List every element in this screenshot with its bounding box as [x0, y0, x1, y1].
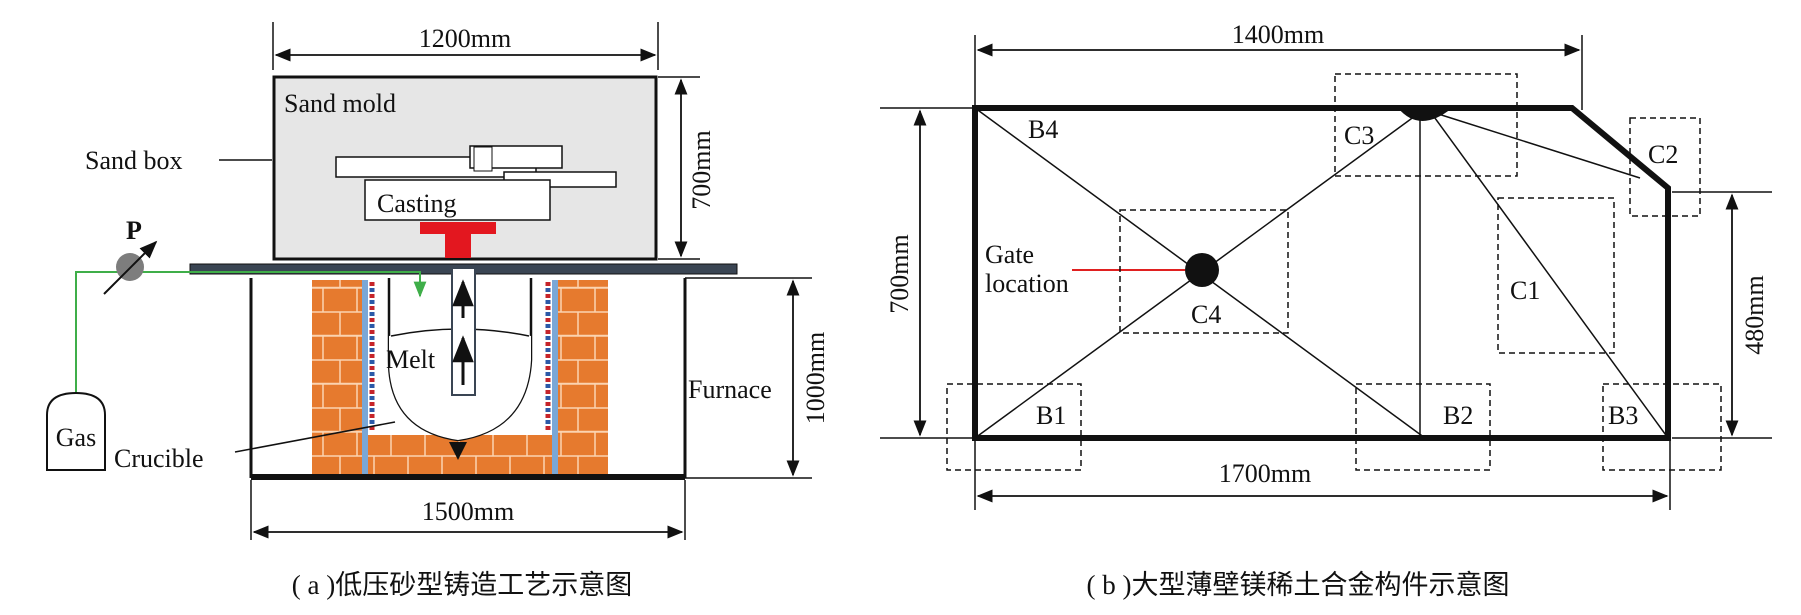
mold-width-label: 1200mm [419, 24, 511, 53]
dimension-left: 700mm [880, 107, 972, 439]
dimension-bottom: 1700mm [974, 440, 1671, 510]
caption-a: ( a )低压砂型铸造工艺示意图 [292, 570, 632, 600]
region-c3 [1334, 73, 1518, 177]
caption-b: ( b )大型薄壁镁稀土合金构件示意图 [1087, 570, 1510, 600]
region-c4 [1119, 209, 1289, 334]
label-b2: B2 [1443, 401, 1473, 430]
region-c2 [1629, 117, 1701, 217]
gate-label-line2: location [985, 269, 1069, 298]
dimension-right: 480mm [1672, 191, 1772, 439]
flow-lines [974, 107, 1669, 439]
top-dimension-label: 1400mm [1232, 20, 1324, 49]
sampling-regions [946, 73, 1722, 471]
melt-label: Melt [386, 345, 436, 374]
bottom-dimension-label: 1700mm [1219, 459, 1311, 488]
dimension-top: 1400mm [974, 20, 1583, 110]
dimension-furnace-width: 1500mm [250, 480, 686, 540]
label-b4: B4 [1028, 115, 1058, 144]
casting-label: Casting [377, 189, 456, 218]
label-c2: C2 [1648, 140, 1678, 169]
region-b3 [1602, 383, 1722, 471]
crucible-label: Crucible [114, 444, 204, 473]
crucible: Melt [386, 267, 533, 460]
furnace-label: Furnace [688, 375, 772, 404]
furnace-height-label: 1000mm [801, 332, 830, 424]
region-c1 [1497, 197, 1615, 354]
crucible-leader [234, 421, 396, 453]
component-outline [972, 105, 1671, 441]
label-c1: C1 [1510, 276, 1540, 305]
panel-b-thin-wall-component: 1400mm 700mm 480mm 1700mm [880, 20, 1772, 600]
label-c3: C3 [1344, 121, 1374, 150]
gate-marker [1185, 253, 1219, 287]
top-gate-marker [1398, 108, 1452, 121]
gas-label: Gas [56, 423, 96, 452]
mold-height-label: 700mm [687, 130, 716, 209]
furnace-width-label: 1500mm [422, 497, 514, 526]
dimension-mold-width: 1200mm [272, 22, 659, 70]
label-c4: C4 [1191, 300, 1221, 329]
sand-box-label: Sand box [85, 146, 183, 175]
casting: Casting [335, 145, 617, 258]
gate-label-line1: Gate [985, 240, 1034, 269]
label-b1: B1 [1036, 401, 1066, 430]
label-b3: B3 [1608, 401, 1638, 430]
dimension-mold-height: 700mm [658, 76, 716, 260]
sand-mold-label: Sand mold [284, 89, 396, 118]
pressure-label: P [126, 216, 142, 245]
dimension-furnace-height: 1000mm [685, 277, 830, 479]
riser [420, 222, 496, 234]
right-dimension-label: 480mm [1740, 275, 1769, 354]
gas-cylinder [46, 391, 106, 471]
panel-a-low-pressure-casting: 1200mm Sand mold Sand box Casting 700mm [46, 22, 830, 600]
gas-supply: P Gas [46, 216, 427, 471]
left-dimension-label: 700mm [885, 234, 914, 313]
